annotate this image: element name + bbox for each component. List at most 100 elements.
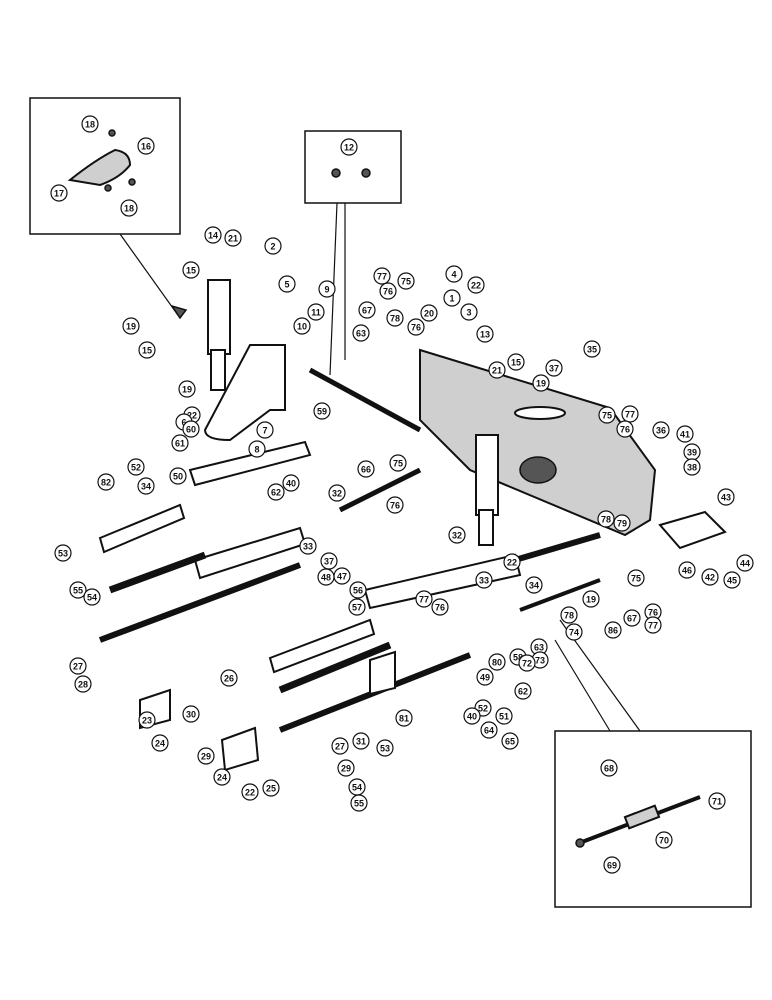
part-callout: 82 xyxy=(97,473,115,491)
part-callout: 62 xyxy=(267,483,285,501)
part-callout: 5 xyxy=(278,275,296,293)
part-callout: 61 xyxy=(171,434,189,452)
part-callout: 47 xyxy=(333,567,351,585)
part-number-label: 65 xyxy=(505,737,515,747)
part-number-label: 32 xyxy=(332,489,342,499)
part-callout: 10 xyxy=(293,317,311,335)
part-number-label: 56 xyxy=(353,586,363,596)
part-number-label: 21 xyxy=(228,234,238,244)
part-callout: 40 xyxy=(463,707,481,725)
part-number-label: 38 xyxy=(687,463,697,473)
part-number-label: 46 xyxy=(682,566,692,576)
part-callout: 36 xyxy=(652,421,670,439)
part-callout: 22 xyxy=(503,553,521,571)
part-callout: 64 xyxy=(480,721,498,739)
part-callout: 86 xyxy=(604,621,622,639)
part-number-label: 77 xyxy=(377,272,387,282)
part-callout: 78 xyxy=(560,606,578,624)
part-callout: 34 xyxy=(525,576,543,594)
part-callout: 15 xyxy=(182,261,200,279)
part-number-label: 28 xyxy=(78,680,88,690)
hydraulic-cylinder-right xyxy=(475,434,499,546)
part-number-label: 79 xyxy=(617,519,627,529)
nut-pair-detail xyxy=(331,168,371,178)
part-number-label: 81 xyxy=(399,714,409,724)
part-callout: 28 xyxy=(74,675,92,693)
part-callout: 15 xyxy=(138,341,156,359)
part-callout: 76 xyxy=(431,598,449,616)
part-number-label: 24 xyxy=(217,773,227,783)
frame-bearing xyxy=(519,456,557,484)
part-callout: 67 xyxy=(623,609,641,627)
part-number-label: 72 xyxy=(522,659,532,669)
hitch-pin-holder xyxy=(658,510,727,550)
part-number-label: 18 xyxy=(124,204,134,214)
part-callout: 75 xyxy=(627,569,645,587)
part-callout: 19 xyxy=(582,590,600,608)
part-callout: 53 xyxy=(54,544,72,562)
part-callout: 56 xyxy=(349,581,367,599)
part-callout: 24 xyxy=(151,734,169,752)
part-number-label: 19 xyxy=(586,595,596,605)
part-number-label: 40 xyxy=(467,712,477,722)
part-callout: 77 xyxy=(644,616,662,634)
part-callout: 79 xyxy=(613,514,631,532)
part-callout: 1 xyxy=(443,289,461,307)
part-callout: 33 xyxy=(299,537,317,555)
part-number-label: 52 xyxy=(478,704,488,714)
part-callout: 22 xyxy=(241,783,259,801)
frame-slot xyxy=(514,406,566,420)
part-callout: 52 xyxy=(127,458,145,476)
a-frame-brace xyxy=(203,344,286,442)
part-number-label: 8 xyxy=(254,445,259,455)
part-number-label: 49 xyxy=(480,673,490,683)
part-number-label: 48 xyxy=(321,573,331,583)
part-number-label: 78 xyxy=(601,515,611,525)
part-callout: 76 xyxy=(386,496,404,514)
part-number-label: 27 xyxy=(73,662,83,672)
part-callout: 44 xyxy=(736,554,754,572)
part-number-label: 19 xyxy=(182,385,192,395)
part-number-label: 55 xyxy=(73,586,83,596)
inset-pointer-line-d xyxy=(554,639,611,732)
part-number-label: 76 xyxy=(435,603,445,613)
part-callout: 62 xyxy=(514,682,532,700)
part-number-label: 27 xyxy=(335,742,345,752)
arrowhead-icon xyxy=(170,304,188,320)
part-callout: 63 xyxy=(352,324,370,342)
part-number-label: 24 xyxy=(155,739,165,749)
part-callout: 23 xyxy=(138,711,156,729)
part-number-label: 76 xyxy=(390,501,400,511)
part-number-label: 58 xyxy=(513,653,523,663)
part-callout: 9 xyxy=(318,280,336,298)
part-number-label: 62 xyxy=(518,687,528,697)
part-number-label: 7 xyxy=(262,426,267,436)
stabilizer-plate-right xyxy=(268,618,376,674)
part-number-label: 22 xyxy=(471,281,481,291)
part-number-label: 41 xyxy=(680,430,690,440)
part-callout: 57 xyxy=(348,598,366,616)
part-number-label: 44 xyxy=(740,559,750,569)
part-callout: 69 xyxy=(603,856,621,874)
part-callout: 78 xyxy=(386,309,404,327)
part-callout: 65 xyxy=(501,732,519,750)
stabilizer-plate-left xyxy=(98,503,186,554)
part-number-label: 32 xyxy=(452,531,462,541)
part-number-label: 68 xyxy=(604,764,614,774)
part-number-label: 75 xyxy=(631,574,641,584)
part-callout: 21 xyxy=(224,229,242,247)
part-callout: 53 xyxy=(376,739,394,757)
mounting-bracket-right xyxy=(220,726,260,772)
part-callout: 22 xyxy=(467,276,485,294)
part-number-label: 37 xyxy=(549,364,559,374)
part-callout: 30 xyxy=(182,705,200,723)
lower-cross-beam xyxy=(363,553,522,610)
yoke-detail-part xyxy=(67,129,136,192)
part-callout: 2 xyxy=(264,237,282,255)
part-number-label: 20 xyxy=(424,309,434,319)
part-callout: 76 xyxy=(407,318,425,336)
part-callout: 27 xyxy=(331,737,349,755)
part-number-label: 77 xyxy=(648,621,658,631)
part-callout: 75 xyxy=(598,406,616,424)
part-number-label: 73 xyxy=(535,656,545,666)
